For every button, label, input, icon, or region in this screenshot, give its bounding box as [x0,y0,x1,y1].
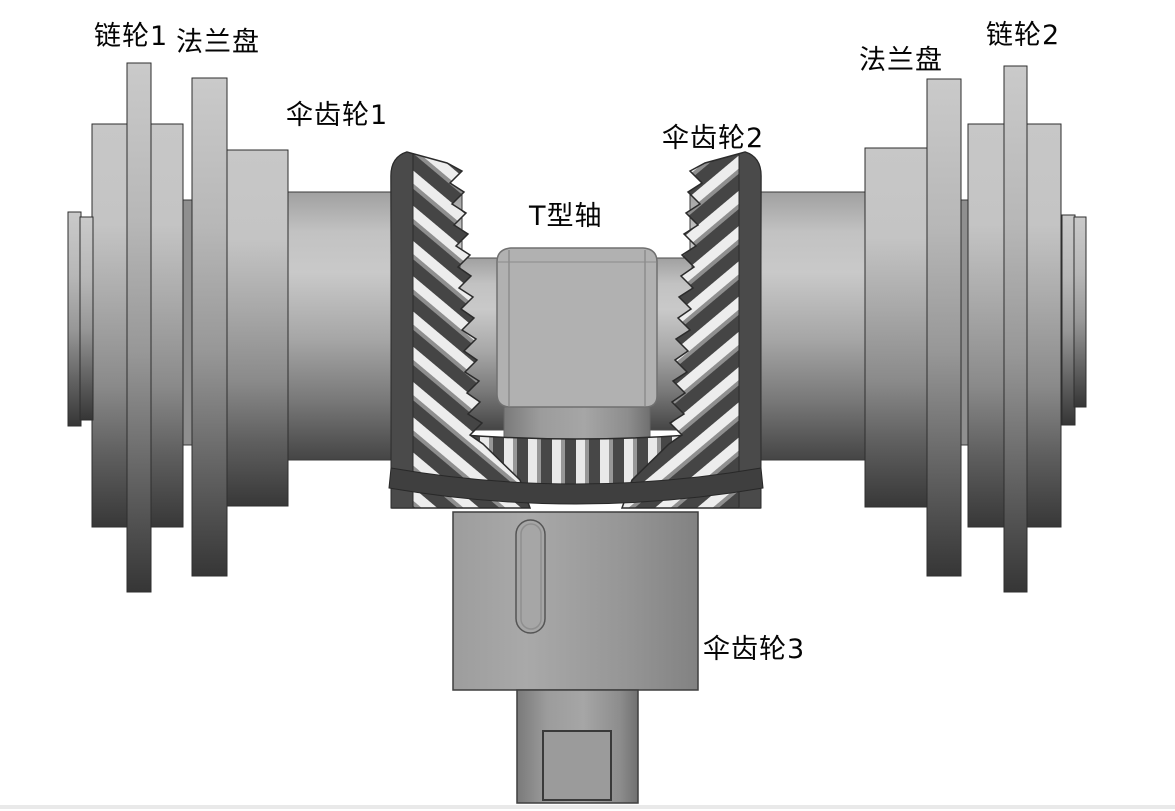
label-flange-left: 法兰盘 [176,27,260,58]
label-t-shaft: T型轴 [529,201,603,232]
flange-right-disk [926,78,962,577]
t-shaft-block [496,247,658,408]
label-bevel-gear3: 伞齿轮3 [703,634,806,665]
sprocket2-disk [1003,65,1028,593]
label-bevel-gear2: 伞齿轮2 [662,123,765,154]
bottom-edge-line [0,805,1175,809]
right-cylinder [864,147,928,508]
right-stub-ring-inner [1061,214,1076,426]
bevel-gear1 [390,151,532,509]
flange-left-disk [191,77,228,577]
bevel-gear2-back-rim [738,151,762,509]
label-bevel-gear1: 伞齿轮1 [286,100,389,131]
right-stub-ring-outer [1073,216,1087,408]
bevel-gear2 [620,151,762,509]
label-sprocket2: 链轮2 [986,20,1061,51]
label-sprocket1: 链轮1 [94,21,169,52]
left-cylinder [226,149,289,507]
bevel-gear3-rim [388,467,764,505]
bevel-gear3-keyway-inner [520,523,542,630]
bevel-gear3-keyway [515,519,546,634]
bevel-gear1-back-rim [390,151,414,509]
left-stub-ring-outer [67,211,82,427]
bottom-shaft-key [542,730,612,801]
sprocket1-disk [126,62,152,593]
left-stub-ring-inner [79,216,94,421]
bevel-gear3-hub [452,511,699,691]
label-flange-right: 法兰盘 [859,45,943,76]
